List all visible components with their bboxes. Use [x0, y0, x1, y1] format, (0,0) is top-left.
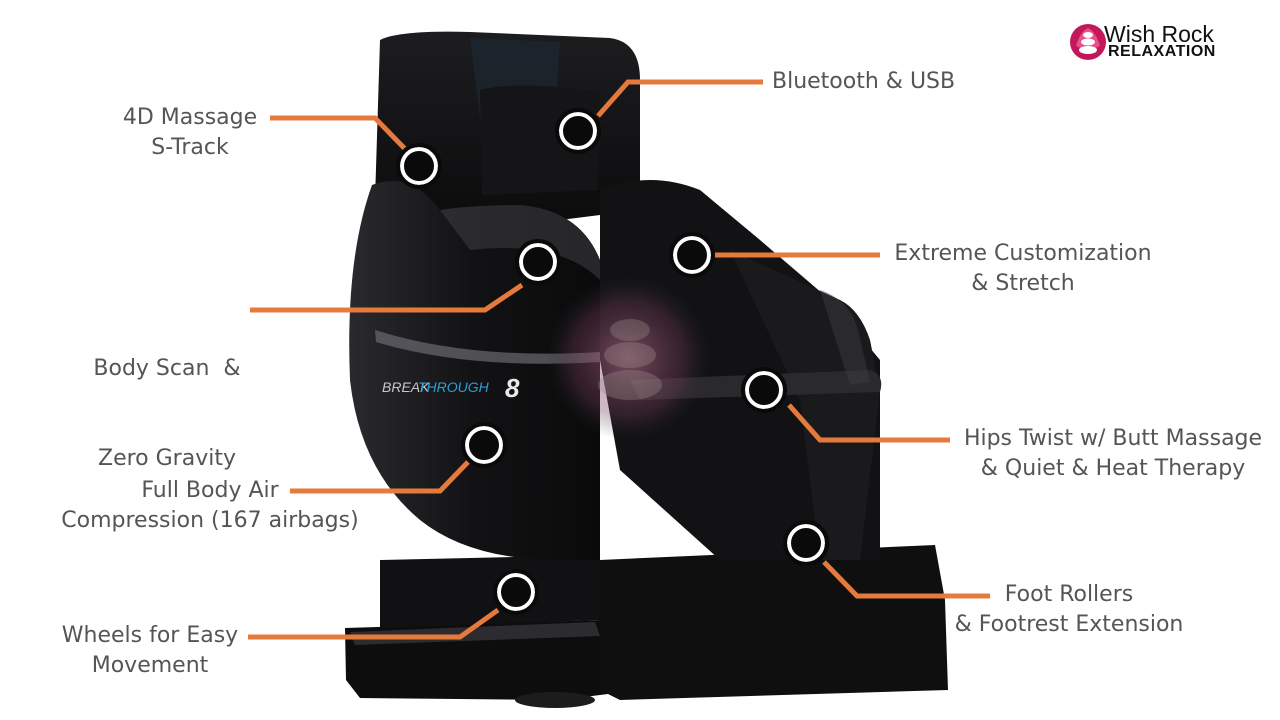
leader-line-foot: [822, 560, 990, 599]
callout-hips-line-1: Hips Twist w/ Butt Massage: [963, 426, 1263, 451]
callout-s-track-line-2: S-Track: [151, 135, 229, 160]
hotspot-air[interactable]: [465, 426, 503, 464]
leader-line-body-scan: [250, 282, 524, 313]
hotspot-bluetooth[interactable]: [559, 112, 597, 150]
callout-body-scan-line-2: Zero Gravity: [98, 446, 236, 471]
leader-line-bluetooth: [596, 79, 763, 118]
model-word-break: BREAK: [382, 379, 430, 395]
callout-wheels-line-1: Wheels for Easy: [61, 623, 239, 648]
model-number: 8: [505, 373, 520, 403]
callout-foot-line-1: Foot Rollers: [1004, 582, 1134, 607]
lotus-stones-icon: [1070, 24, 1106, 60]
callout-body-scan: Body Scan & Zero Gravity: [82, 294, 252, 534]
callout-wheels: Wheels for Easy Movement: [52, 621, 248, 681]
callout-s-track: 4D Massage S-Track: [110, 103, 270, 163]
chair-backrest: [375, 31, 640, 230]
leader-line-wheels: [248, 607, 500, 640]
leader-line-air: [290, 460, 470, 494]
callout-s-track-line-1: 4D Massage: [122, 105, 258, 130]
callout-wheels-line-2: Movement: [91, 653, 209, 678]
hotspot-foot[interactable]: [787, 524, 825, 562]
model-badge: BREAK THROUGH 8: [382, 373, 520, 403]
callout-customization-line-1: Extreme Customization: [894, 241, 1152, 266]
callout-hips-line-2: & Quiet & Heat Therapy: [980, 456, 1246, 481]
callout-customization-line-2: & Stretch: [971, 271, 1075, 296]
callout-air-line-2: Compression (167 airbags): [61, 508, 359, 533]
brand-logo[interactable]: Wish Rock RELAXATION: [1068, 20, 1253, 65]
leader-lines: [248, 79, 990, 640]
callout-body-scan-line-1: Body Scan &: [93, 356, 241, 381]
model-word-through: THROUGH: [418, 379, 490, 395]
hotspot-hips[interactable]: [745, 371, 783, 409]
brand-name: Wish Rock: [1104, 21, 1214, 47]
callout-air: Full Body Air Compression (167 airbags): [50, 476, 370, 536]
hotspot-body-scan[interactable]: [519, 243, 557, 281]
callout-bluetooth: Bluetooth & USB: [772, 67, 955, 97]
callout-foot-line-2: & Footrest Extension: [954, 612, 1184, 637]
hotspots: [396, 108, 829, 615]
callout-hips: Hips Twist w/ Butt Massage & Quiet & Hea…: [950, 424, 1276, 484]
hotspot-wheels[interactable]: [497, 573, 535, 611]
callout-customization: Extreme Customization & Stretch: [884, 239, 1162, 299]
leader-line-s-track: [270, 115, 410, 154]
watermark-logo: [546, 276, 710, 440]
callout-foot: Foot Rollers & Footrest Extension: [946, 580, 1192, 640]
brand-tagline: RELAXATION: [1108, 43, 1216, 60]
callout-air-line-1: Full Body Air: [141, 478, 279, 503]
hotspot-s-track[interactable]: [400, 147, 438, 185]
callout-bluetooth-line-1: Bluetooth & USB: [772, 69, 956, 94]
chair-base: [345, 545, 948, 708]
hotspot-customization[interactable]: [673, 236, 711, 274]
leader-line-hips: [787, 403, 950, 443]
